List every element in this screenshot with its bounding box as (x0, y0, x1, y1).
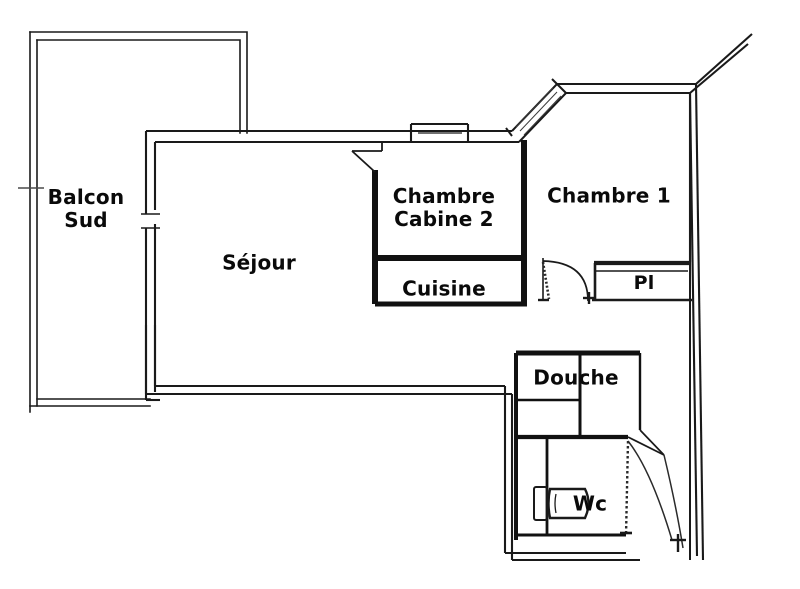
top-wall-right-section (470, 129, 519, 144)
door-swing-wc-icon (620, 440, 686, 552)
balcon-sud-walls (29, 31, 248, 413)
sejour-walls (144, 129, 512, 396)
wc-toilet-fixture-icon (533, 486, 590, 521)
sejour-bottom-left-stub (144, 325, 160, 402)
sejour-left-opening (141, 213, 160, 229)
lower-hall-walls (503, 386, 640, 562)
cabine-diagonal-stub (351, 143, 383, 173)
placard-walls (592, 260, 692, 302)
top-wall-window-section (409, 122, 470, 144)
bathroom-walls (514, 350, 642, 540)
chambre1-walls (557, 33, 753, 561)
cuisine-walls (372, 258, 527, 307)
chambre-cabine2-walls (372, 140, 527, 261)
bathroom-diagonal-wall (627, 429, 665, 456)
door-swing-chambre1-icon (538, 258, 594, 304)
diagonal-entry-wall (505, 78, 567, 143)
